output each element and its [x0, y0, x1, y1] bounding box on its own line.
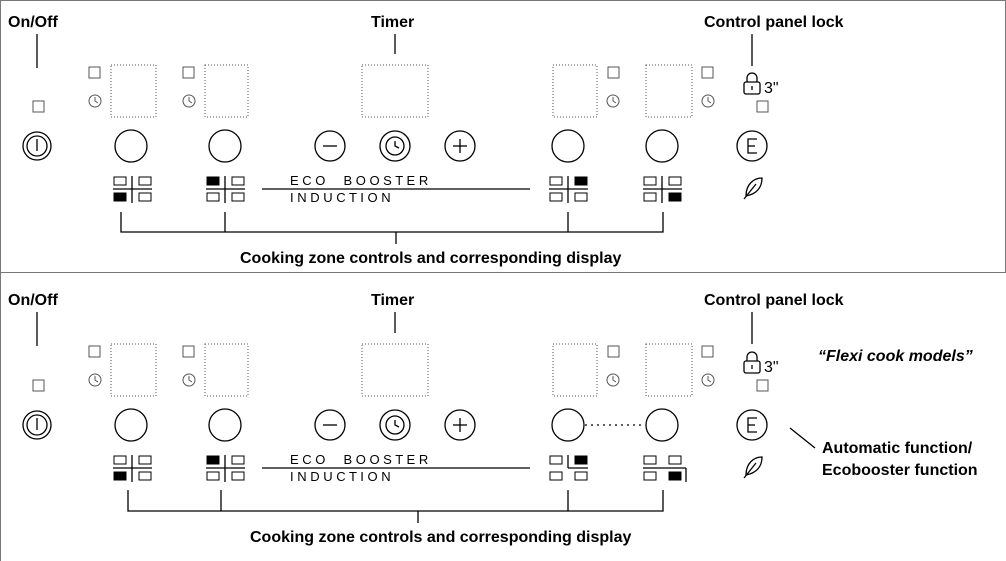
- zone4-indicator: [701, 345, 714, 358]
- ecobooster-function-label: Ecobooster function: [822, 462, 978, 479]
- lock-duration-label: 3": [764, 80, 779, 97]
- lock-duration-label: 3": [764, 359, 779, 376]
- zone2-button[interactable]: [208, 408, 242, 442]
- zone2-button[interactable]: [208, 129, 242, 163]
- zone2-timer-icon: [182, 373, 196, 387]
- panel-standard: On/Off Timer Control panel lock: [8, 14, 844, 267]
- zone1-position-icon: [113, 455, 152, 482]
- zone4-display: [645, 343, 693, 397]
- zone3-indicator: [607, 66, 620, 79]
- zone3-timer-icon: [606, 94, 620, 108]
- zone4-indicator: [701, 66, 714, 79]
- zone3-button[interactable]: [551, 129, 585, 163]
- zone1-button[interactable]: [114, 129, 148, 163]
- zone4-button[interactable]: [645, 408, 679, 442]
- control-panel-lock-label: Control panel lock: [704, 14, 844, 31]
- zone1-display: [110, 64, 157, 118]
- eco-leaf-icon: [743, 456, 763, 479]
- brand-induction: I N D U C T I O N: [290, 469, 391, 484]
- zone4-position-icon: [643, 176, 682, 203]
- cooking-zone-label: Cooking zone controls and corresponding …: [240, 250, 621, 267]
- eco-booster-button[interactable]: [736, 130, 768, 162]
- brand-eco-booster: E C O B O O S T E R: [290, 452, 428, 467]
- zone1-button[interactable]: [114, 408, 148, 442]
- zone3-indicator: [607, 345, 620, 358]
- zone4-button[interactable]: [645, 129, 679, 163]
- timer-plus-button[interactable]: [444, 409, 476, 441]
- zone2-display: [204, 343, 249, 397]
- lock-icon: [743, 351, 761, 374]
- lock-indicator: [756, 379, 769, 392]
- zone4-display: [645, 64, 693, 118]
- brand-eco-booster: E C O B O O S T E R: [290, 173, 428, 188]
- eco-leaf-icon: [743, 177, 763, 200]
- brand-induction: I N D U C T I O N: [290, 190, 391, 205]
- onoff-button[interactable]: [22, 410, 52, 440]
- zone1-indicator: [88, 66, 101, 79]
- lock-icon: [743, 72, 761, 95]
- timer-plus-button[interactable]: [444, 130, 476, 162]
- zone1-indicator: [88, 345, 101, 358]
- onoff-label: On/Off: [8, 14, 58, 31]
- zone4-position-icon: [643, 455, 687, 482]
- zone1-position-icon: [113, 176, 152, 203]
- zone3-position-icon: [549, 455, 588, 481]
- zone2-timer-icon: [182, 94, 196, 108]
- zone3-position-icon: [549, 176, 588, 203]
- timer-minus-button[interactable]: [314, 130, 346, 162]
- timer-minus-button[interactable]: [314, 409, 346, 441]
- onoff-button[interactable]: [22, 131, 52, 161]
- zone3-button[interactable]: [551, 408, 585, 442]
- timer-display: [361, 64, 429, 118]
- timer-button[interactable]: [379, 409, 411, 441]
- cooking-zone-label: Cooking zone controls and corresponding …: [250, 529, 631, 546]
- panel-flexi: On/Off Timer Control panel lock “Flexi c…: [8, 292, 978, 546]
- eco-booster-button[interactable]: [736, 409, 768, 441]
- zone1-timer-icon: [88, 94, 102, 108]
- zone3-display: [552, 343, 598, 397]
- zone3-display: [552, 64, 598, 118]
- timer-display: [361, 343, 429, 397]
- zone2-position-icon: [206, 176, 245, 203]
- zone1-timer-icon: [88, 373, 102, 387]
- onoff-indicator: [32, 100, 45, 113]
- automatic-function-label: Automatic function/: [822, 440, 973, 457]
- control-panel-lock-label: Control panel lock: [704, 292, 844, 309]
- zone3-timer-icon: [606, 373, 620, 387]
- zone4-timer-icon: [701, 373, 715, 387]
- zone2-indicator: [182, 345, 195, 358]
- zone4-timer-icon: [701, 94, 715, 108]
- zone1-display: [110, 343, 157, 397]
- flexi-cook-label: “Flexi cook models”: [818, 348, 973, 365]
- zone2-position-icon: [206, 455, 245, 482]
- zone2-indicator: [182, 66, 195, 79]
- onoff-indicator: [32, 379, 45, 392]
- onoff-label: On/Off: [8, 292, 58, 309]
- lock-indicator: [756, 100, 769, 113]
- timer-label: Timer: [371, 292, 414, 309]
- zone2-display: [204, 64, 249, 118]
- timer-label: Timer: [371, 14, 414, 31]
- timer-button[interactable]: [379, 130, 411, 162]
